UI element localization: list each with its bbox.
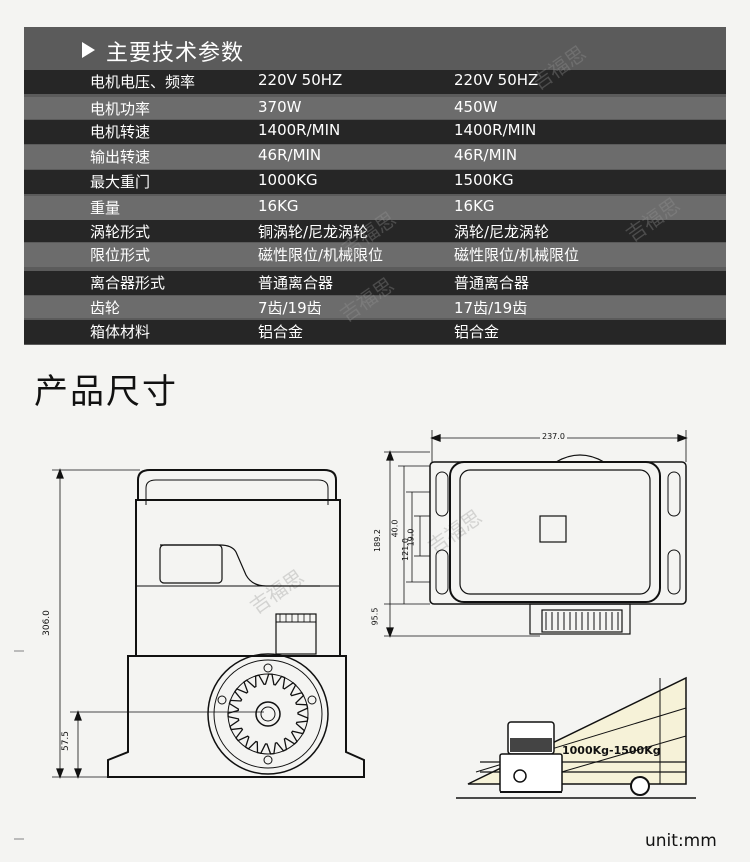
spec-row: 最大重门 1000KG 1500KG — [24, 170, 726, 194]
front-view-drawing — [52, 468, 365, 779]
spec-row: 离合器形式 普通离合器 普通离合器 — [24, 271, 726, 295]
dim-95: 95.5 — [370, 607, 380, 626]
spec-label: 齿轮 — [90, 299, 121, 317]
spec-row: 电机功率 370W 450W — [24, 97, 726, 119]
spec-row: 输出转速 46R/MIN 46R/MIN — [24, 145, 726, 169]
spec-label: 电机功率 — [90, 100, 151, 118]
spec-row: 电机转速 1400R/MIN 1400R/MIN — [24, 120, 726, 144]
spec-value-a: 370W — [258, 98, 302, 116]
spec-label: 电机转速 — [90, 123, 151, 141]
dim-19: 19.0 — [406, 528, 416, 547]
spec-row: 重量 16KG 16KG — [24, 196, 726, 220]
spec-value-b: 普通离合器 — [454, 274, 530, 292]
top-view-drawing — [384, 430, 688, 638]
spec-value-b: 1500KG — [454, 171, 514, 189]
spec-label: 最大重门 — [90, 173, 151, 191]
spec-label: 离合器形式 — [90, 274, 166, 292]
spec-value-a: 铝合金 — [258, 323, 304, 341]
spec-value-b: 46R/MIN — [454, 146, 518, 164]
spec-value-b: 1400R/MIN — [454, 121, 537, 139]
dim-306: 306.0 — [41, 610, 52, 636]
dim-57: 57.5 — [61, 730, 72, 752]
dimensions-title: 产品尺寸 — [34, 372, 178, 412]
spec-row: 电机电压、频率 220V 50HZ 220V 50HZ — [24, 70, 726, 94]
spec-value-b: 17齿/19齿 — [454, 299, 528, 317]
spec-value-a: 铜涡轮/尼龙涡轮 — [258, 223, 369, 241]
specs-title: 主要技术参数 — [106, 41, 245, 66]
spec-label: 限位形式 — [90, 246, 151, 264]
spec-value-a: 7齿/19齿 — [258, 299, 322, 317]
spec-label: 输出转速 — [90, 148, 151, 166]
spec-value-b: 16KG — [454, 197, 495, 215]
spec-value-b: 220V 50HZ — [454, 71, 539, 89]
dim-237: 237.0 — [540, 432, 567, 441]
dim-189: 189.2 — [372, 529, 382, 552]
spec-row: 箱体材料 铝合金 铝合金 — [24, 320, 726, 344]
side-mark — [14, 838, 24, 840]
triangle-bullet-icon — [82, 42, 95, 58]
spec-value-b: 450W — [454, 98, 498, 116]
spec-value-a: 220V 50HZ — [258, 71, 343, 89]
spec-label: 电机电压、频率 — [90, 73, 196, 91]
spec-value-a: 46R/MIN — [258, 146, 322, 164]
gate-illustration — [456, 676, 696, 799]
spec-value-a: 1000KG — [258, 171, 318, 189]
side-mark — [14, 650, 24, 652]
dim-40: 40.0 — [390, 519, 400, 538]
spec-value-b: 涡轮/尼龙涡轮 — [454, 223, 550, 241]
spec-value-a: 1400R/MIN — [258, 121, 341, 139]
spec-value-a: 普通离合器 — [258, 274, 334, 292]
specs-header: 主要技术参数 — [24, 27, 726, 71]
spec-label: 涡轮形式 — [90, 223, 151, 241]
spec-row: 齿轮 7齿/19齿 17齿/19齿 — [24, 296, 726, 318]
spec-value-a: 16KG — [258, 197, 299, 215]
spec-value-b: 铝合金 — [454, 323, 500, 341]
load-label: 1000Kg-1500Kg — [562, 744, 661, 757]
spec-row: 限位形式 磁性限位/机械限位 磁性限位/机械限位 — [24, 243, 726, 267]
gear-teeth — [227, 673, 309, 755]
unit-label: unit:mm — [645, 831, 717, 851]
spec-value-b: 磁性限位/机械限位 — [454, 246, 580, 264]
spec-row: 涡轮形式 铜涡轮/尼龙涡轮 涡轮/尼龙涡轮 — [24, 220, 726, 242]
spec-value-a: 磁性限位/机械限位 — [258, 246, 384, 264]
spec-label: 箱体材料 — [90, 323, 151, 341]
spec-label: 重量 — [90, 199, 121, 217]
